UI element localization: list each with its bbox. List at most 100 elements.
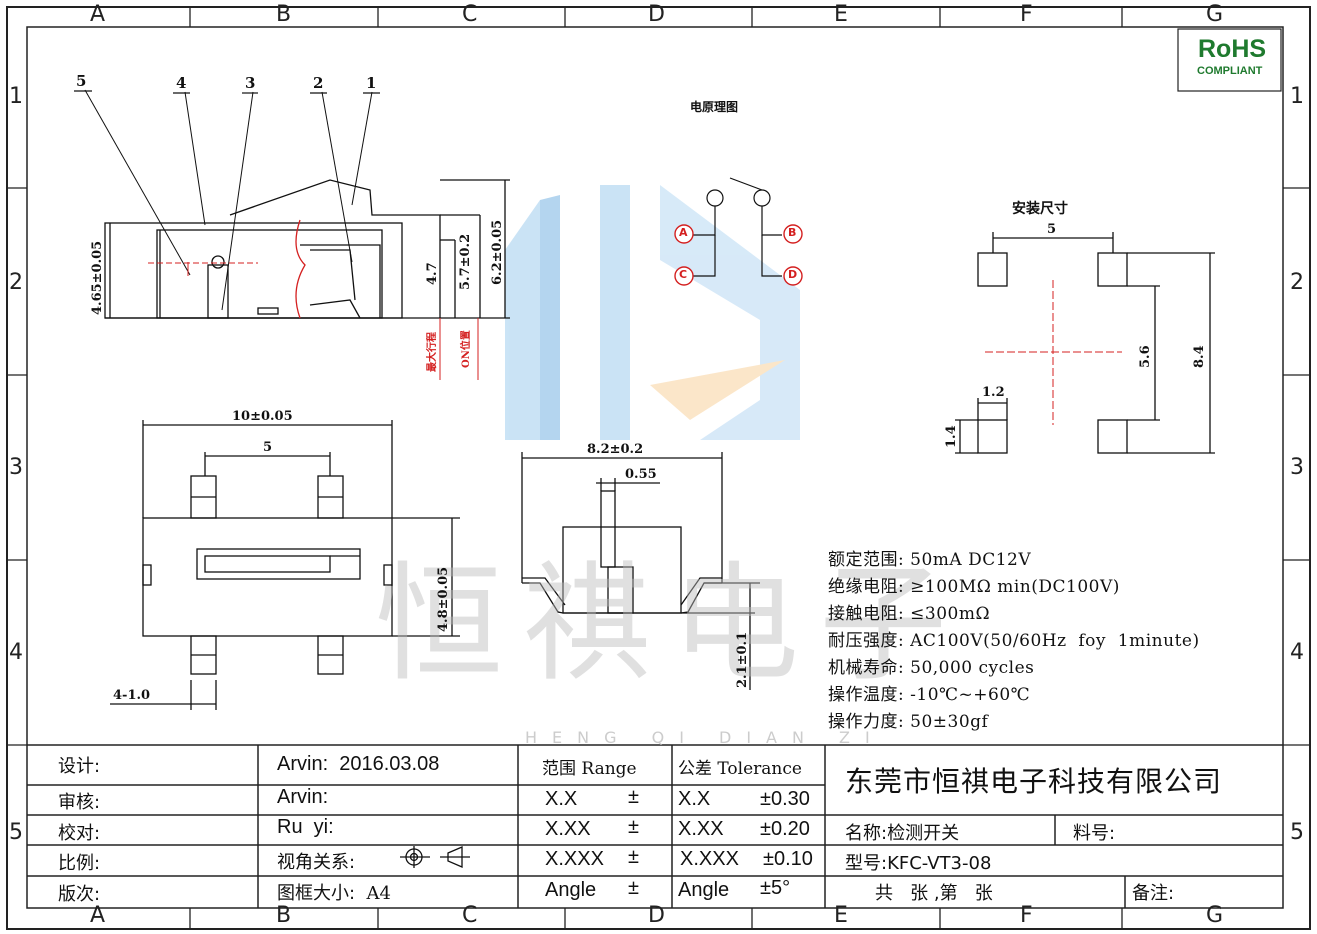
- row-label-1-right: 1: [1290, 84, 1304, 109]
- tol-value-2: ±0.20: [760, 818, 810, 840]
- range-pm-4: ±: [628, 877, 639, 899]
- design-label: 设计:: [58, 756, 101, 777]
- col-label-g: G: [1206, 2, 1224, 27]
- check-label: 校对:: [58, 823, 101, 844]
- label-on-position: ON位置: [461, 330, 472, 368]
- row-label-1: 1: [9, 84, 23, 109]
- rohs-subtitle: COMPLIANT: [1197, 65, 1263, 77]
- range-pm-2: ±: [628, 816, 639, 838]
- dim-fp-inner: 5.6: [1138, 345, 1153, 368]
- spec-row: 额定范围: 50mA DC12V: [828, 545, 1031, 570]
- col-label-c: C: [462, 2, 478, 27]
- model-label: 型号:KFC-VT3-08: [845, 853, 992, 874]
- row-label-2: 2: [9, 270, 23, 295]
- side-view: [104, 179, 510, 319]
- dim-top-width: 10±0.05: [232, 409, 293, 424]
- spec-row: 操作温度: -10℃~+60℃: [828, 680, 1030, 705]
- name-label: 名称:检测开关: [845, 823, 960, 844]
- spec-value: -10℃~+60℃: [910, 685, 1031, 705]
- spec-value: 50,000 cycles: [910, 658, 1035, 678]
- col-label-g-bottom: G: [1206, 903, 1224, 928]
- callout-5: 5: [76, 72, 87, 90]
- col-label-a-bottom: A: [90, 903, 106, 928]
- terminal-b: B: [788, 226, 797, 239]
- dim-fp-pad-h: 1.4: [944, 425, 959, 448]
- dim-top-pitch: 5: [263, 440, 273, 455]
- part-label: 料号:: [1073, 823, 1116, 844]
- dim-h3: 6.2±0.05: [490, 219, 505, 285]
- side-callout-leaders: [84, 89, 373, 311]
- dim-fp-outer: 8.4: [1192, 345, 1207, 368]
- rohs-box: [1177, 28, 1282, 92]
- dim-body-height: 4.65±0.05: [90, 240, 105, 315]
- col-label-b: B: [276, 2, 292, 27]
- rohs-title: RoHS: [1198, 35, 1267, 63]
- frame-value: A4: [366, 883, 391, 904]
- watermark-text: 恒祺电子: [375, 550, 968, 699]
- dim-front-height: 2.1±0.1: [735, 631, 750, 688]
- col-label-d-bottom: D: [648, 903, 665, 928]
- tol-key-1: X.X: [678, 788, 711, 810]
- spec-label: 机械寿命:: [828, 658, 905, 678]
- spec-value: 50mA DC12V: [910, 550, 1032, 570]
- row-label-5-right: 5: [1290, 820, 1304, 845]
- col-label-a: A: [90, 2, 106, 27]
- grid-ticks: [7, 7, 1310, 929]
- dim-front-width: 8.2±0.2: [587, 442, 644, 457]
- circuit-lines: [693, 177, 782, 277]
- footprint: [955, 232, 1215, 454]
- review-label: 审核:: [58, 792, 101, 813]
- range-header: 范围 Range: [542, 759, 637, 779]
- dim-fp-pitch: 5: [1047, 222, 1057, 237]
- callout-2: 2: [313, 74, 324, 92]
- spec-value: AC100V(50/60Hz foy 1minute): [910, 631, 1200, 651]
- remark-label: 备注:: [1132, 883, 1175, 904]
- spec-label: 额定范围:: [828, 550, 905, 570]
- spec-row: 机械寿命: 50,000 cycles: [828, 653, 1034, 678]
- col-label-c-bottom: C: [462, 903, 478, 928]
- spec-label: 操作力度:: [828, 712, 905, 732]
- spec-row: 接触电阻: ≤300mΩ: [828, 599, 990, 624]
- tol-value-4: ±5°: [760, 877, 791, 899]
- review-value: Arvin:: [277, 786, 329, 808]
- spec-row: 操作力度: 50±30gf: [828, 707, 988, 732]
- col-label-b-bottom: B: [276, 903, 292, 928]
- check-value: Ru yi:: [277, 816, 334, 838]
- row-label-3: 3: [9, 455, 23, 480]
- spec-row: 耐压强度: AC100V(50/60Hz foy 1minute): [828, 626, 1200, 651]
- spec-label: 绝缘电阻:: [828, 577, 905, 597]
- col-label-e: E: [834, 2, 848, 27]
- spec-label: 耐压强度:: [828, 631, 905, 651]
- callout-4: 4: [176, 74, 187, 92]
- view-label: 视角关系:: [277, 852, 356, 873]
- tol-value-3: ±0.10: [763, 848, 813, 870]
- dim-front-lever: 0.55: [625, 467, 657, 482]
- row-label-3-right: 3: [1290, 455, 1304, 480]
- tol-key-4: Angle: [678, 879, 730, 901]
- range-row-4: Angle: [545, 879, 597, 901]
- frame-label-text: 图框大小:: [277, 883, 356, 904]
- spec-value: ≤300mΩ: [910, 604, 991, 624]
- dim-top-pad: 4-1.0: [113, 688, 151, 703]
- circuit-title: 电原理图: [690, 100, 739, 114]
- dim-h1: 4.7: [425, 262, 440, 285]
- footprint-title: 安装尺寸: [1012, 201, 1068, 217]
- tol-key-2: X.XX: [678, 818, 724, 840]
- col-label-d: D: [648, 2, 665, 27]
- row-label-5: 5: [9, 820, 23, 845]
- spec-label: 操作温度:: [828, 685, 905, 705]
- range-pm-3: ±: [628, 846, 639, 868]
- col-label-f-bottom: F: [1020, 903, 1033, 928]
- dim-top-height: 4.8±0.05: [436, 566, 451, 632]
- row-label-4: 4: [9, 640, 23, 665]
- range-pm-1: ±: [628, 786, 639, 808]
- watermark-logo: [505, 185, 800, 440]
- front-view: [521, 452, 760, 690]
- terminal-c: C: [679, 268, 688, 281]
- top-view: [110, 420, 460, 710]
- terminal-a: A: [679, 226, 688, 239]
- tol-value-1: ±0.30: [760, 788, 810, 810]
- watermark-subtitle: HENG QI DIAN ZI: [525, 728, 885, 747]
- range-row-2: X.XX: [545, 818, 591, 840]
